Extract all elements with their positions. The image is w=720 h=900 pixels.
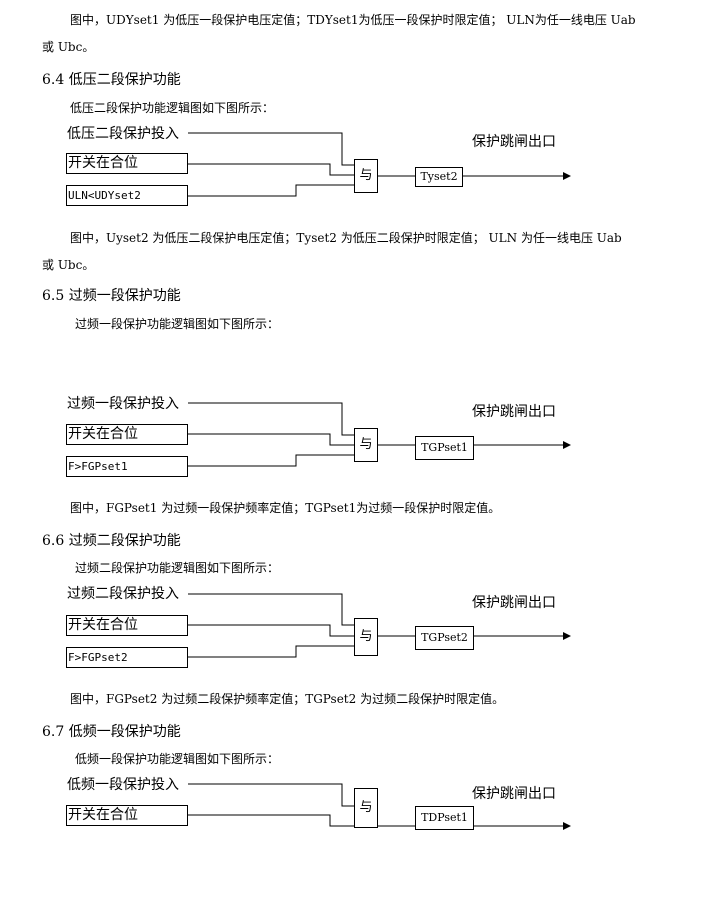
and-gate: 与 xyxy=(354,428,378,462)
section-intro: 过频二段保护功能逻辑图如下图所示： xyxy=(75,561,280,575)
timer-box: TGPset2 xyxy=(415,626,474,650)
switch-input-box: 开关在合位 xyxy=(66,424,188,445)
output-label: 保护跳闸出口 xyxy=(472,404,556,420)
output-label: 保护跳闸出口 xyxy=(472,595,556,611)
arrow-head-icon xyxy=(563,172,571,180)
enable-input-label: 过频二段保护投入 xyxy=(67,586,179,602)
section-heading-6-7: 6.7 低频一段保护功能 xyxy=(42,724,181,740)
timer-box: TDPset1 xyxy=(415,806,474,830)
arrow-head-icon xyxy=(563,632,571,640)
enable-input-label: 低压二段保护投入 xyxy=(67,126,179,142)
paragraph-line: 或 Ubc。 xyxy=(42,258,95,272)
and-gate: 与 xyxy=(354,159,378,193)
condition-input-box: F>FGPset2 xyxy=(66,647,188,668)
and-gate: 与 xyxy=(354,788,378,828)
output-label: 保护跳闸出口 xyxy=(472,134,556,150)
paragraph-line: 图中，UDYset1 为低压一段保护电压定值；TDYset1为低压一段保护时限定… xyxy=(70,13,636,27)
section-heading-6-6: 6.6 过频二段保护功能 xyxy=(42,533,181,549)
paragraph-line: 或 Ubc。 xyxy=(42,40,95,54)
condition-input-box: ULN<UDYset2 xyxy=(66,185,188,206)
arrow-head-icon xyxy=(563,441,571,449)
section-intro: 低频一段保护功能逻辑图如下图所示： xyxy=(75,752,280,766)
enable-input-label: 过频一段保护投入 xyxy=(67,396,179,412)
switch-input-box: 开关在合位 xyxy=(66,805,188,826)
timer-box: TGPset1 xyxy=(415,436,474,460)
and-gate: 与 xyxy=(354,618,378,656)
enable-input-label: 低频一段保护投入 xyxy=(67,777,179,793)
paragraph-line: 图中，Uyset2 为低压二段保护电压定值；Tyset2 为低压二段保护时限定值… xyxy=(70,231,622,245)
output-label: 保护跳闸出口 xyxy=(472,786,556,802)
section-intro: 过频一段保护功能逻辑图如下图所示： xyxy=(75,317,280,331)
arrow-head-icon xyxy=(563,822,571,830)
switch-input-box: 开关在合位 xyxy=(66,153,188,174)
switch-input-box: 开关在合位 xyxy=(66,615,188,636)
paragraph-line: 图中，FGPset1 为过频一段保护频率定值；TGPset1为过频一段保护时限定… xyxy=(70,501,501,515)
section-heading-6-5: 6.5 过频一段保护功能 xyxy=(42,288,181,304)
condition-input-box: F>FGPset1 xyxy=(66,456,188,477)
paragraph-line: 图中，FGPset2 为过频二段保护频率定值；TGPset2 为过频二段保护时限… xyxy=(70,692,505,706)
section-intro: 低压二段保护功能逻辑图如下图所示： xyxy=(70,101,275,115)
timer-box: Tyset2 xyxy=(415,167,463,187)
section-heading-6-4: 6.4 低压二段保护功能 xyxy=(42,72,181,88)
